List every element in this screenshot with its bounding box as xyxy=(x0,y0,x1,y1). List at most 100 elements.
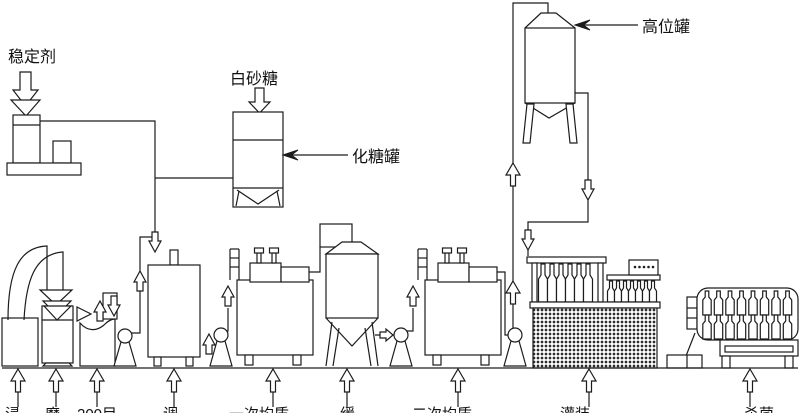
homogenizer-1 xyxy=(221,247,314,366)
homog2-bolt-icon xyxy=(441,247,453,254)
sterilizer-support xyxy=(784,355,794,369)
filler-tray xyxy=(529,301,661,309)
sterilizer-steps xyxy=(666,354,703,369)
sugar-dissolving-tank xyxy=(232,111,284,208)
step-label-sterilizing: 杀菌 xyxy=(744,406,774,413)
high-level-tank xyxy=(524,27,576,104)
filler-top-plate xyxy=(526,256,607,264)
homog1-bolt-icon xyxy=(253,247,265,254)
homog1-head-block xyxy=(249,262,282,283)
spray-sterilizer xyxy=(666,287,799,369)
blending-tank xyxy=(147,264,201,358)
blend-feed-down-arrow-icon xyxy=(148,231,162,253)
sugar-tank-label: 化糖罐 xyxy=(352,148,400,166)
step-arrow-icon xyxy=(265,368,281,407)
step-arrow-icon xyxy=(10,368,26,407)
homog2-outlet-pipe xyxy=(497,271,508,336)
homog1-outlet-pipe xyxy=(309,247,321,273)
homogenizer-2 xyxy=(406,247,502,366)
mesh-filter-200 xyxy=(79,318,116,367)
soaking-and-milling-station xyxy=(1,245,121,367)
filling-machine xyxy=(526,256,661,369)
homog1-side-block xyxy=(280,266,310,283)
chute-outer xyxy=(7,245,48,321)
stabilizer-label: 稳定剂 xyxy=(8,48,56,66)
high-tank-label: 高位罐 xyxy=(642,18,690,36)
step-label-milling: 磨 xyxy=(45,406,60,413)
blend-tank-nozzle xyxy=(169,249,179,266)
small-bottle-icon xyxy=(634,280,644,303)
high-tank-leg-left xyxy=(522,103,535,144)
filler-base-hatched xyxy=(532,307,658,369)
sterilizer-bracket xyxy=(686,296,698,330)
buffer-tank-station xyxy=(319,223,394,367)
control-dot-icon xyxy=(642,265,646,269)
homog2-inlet-pipe xyxy=(407,308,414,332)
homog2-side-block xyxy=(468,266,498,283)
high-tank-neck xyxy=(524,12,576,29)
step-arrow-icon xyxy=(339,368,355,407)
blend-riser-up-arrow-icon xyxy=(133,270,147,292)
buffer-tank xyxy=(325,253,379,319)
step-arrow-icon xyxy=(48,368,64,407)
small-bottle-icon xyxy=(606,280,616,303)
step-label-homogenize-1: 一次均质 xyxy=(229,406,289,413)
step-label-homogenize-2: 二次均质 xyxy=(412,406,472,413)
sterilizer-support xyxy=(721,355,731,369)
soaking-tank xyxy=(1,317,39,367)
homog2-up-arrow-icon xyxy=(406,285,420,307)
stabilizer-base xyxy=(6,162,82,176)
blending-station xyxy=(133,231,216,367)
buffer-tank-cone xyxy=(325,317,379,347)
filler-post xyxy=(531,262,538,303)
blend-tank-foot xyxy=(185,356,194,367)
mill-outlet-arrow-icon xyxy=(76,306,93,322)
filler-post xyxy=(597,262,604,303)
stabilizer-vessel xyxy=(12,114,41,164)
homog1-up-arrow-icon xyxy=(221,285,235,307)
homog2-body xyxy=(424,279,502,356)
mill-foot xyxy=(41,362,74,367)
step-label-200-mesh: 200目 xyxy=(77,406,117,413)
stabilizer-feed-pipe xyxy=(40,120,156,240)
homog2-head-block xyxy=(437,262,470,283)
high-tank-outlet-pipe xyxy=(527,92,589,256)
blend-tank-foot xyxy=(153,356,162,367)
step-arrow-icon xyxy=(742,368,758,407)
step-arrow-icon xyxy=(450,368,466,407)
step-label-buffer: 缓 xyxy=(340,406,355,413)
mill-inner-funnel xyxy=(42,305,73,321)
step-label-filling: 灌装 xyxy=(560,406,590,413)
sterilizer-base xyxy=(719,339,799,357)
white-sugar-label: 白砂糖 xyxy=(230,70,278,88)
sugar-dissolving-station: 白砂糖 化糖罐 xyxy=(230,70,400,208)
riser-flow-up-arrow-icon xyxy=(505,162,521,187)
homog2-bolt-icon xyxy=(456,247,468,254)
control-dot-icon xyxy=(633,265,637,269)
small-bottle-icon xyxy=(627,280,637,303)
step-arrow-icon xyxy=(89,368,105,407)
bottle-icon xyxy=(546,263,558,303)
step-arrow-icon xyxy=(581,368,597,407)
pipe-network xyxy=(40,2,589,336)
process-step-labels: 浸 磨 200目 调 一次均质 缓 二次均质 灌装 杀菌 xyxy=(5,406,774,413)
stabilizer-station: 稳定剂 xyxy=(6,48,82,176)
bottle-icon xyxy=(582,263,594,303)
step-label-soaking: 浸 xyxy=(5,406,20,413)
pump-2 xyxy=(209,327,233,367)
pump-3 xyxy=(389,327,413,367)
bottle-icon xyxy=(537,263,549,303)
homog1-bolt-icon xyxy=(268,247,280,254)
process-step-arrows xyxy=(10,368,758,407)
pumps xyxy=(113,327,527,367)
small-bottle-icon xyxy=(613,280,623,303)
small-bottle-icon xyxy=(648,280,658,303)
sugar-feed-arrow-icon xyxy=(247,87,272,114)
capper-shelf xyxy=(606,274,661,281)
control-dot-icon xyxy=(647,265,650,269)
outlet-flow-down-arrow-icon xyxy=(581,179,595,201)
high-level-tank-station: 高位罐 xyxy=(505,12,690,305)
pump2-inlet-arrow-icon xyxy=(202,333,216,355)
